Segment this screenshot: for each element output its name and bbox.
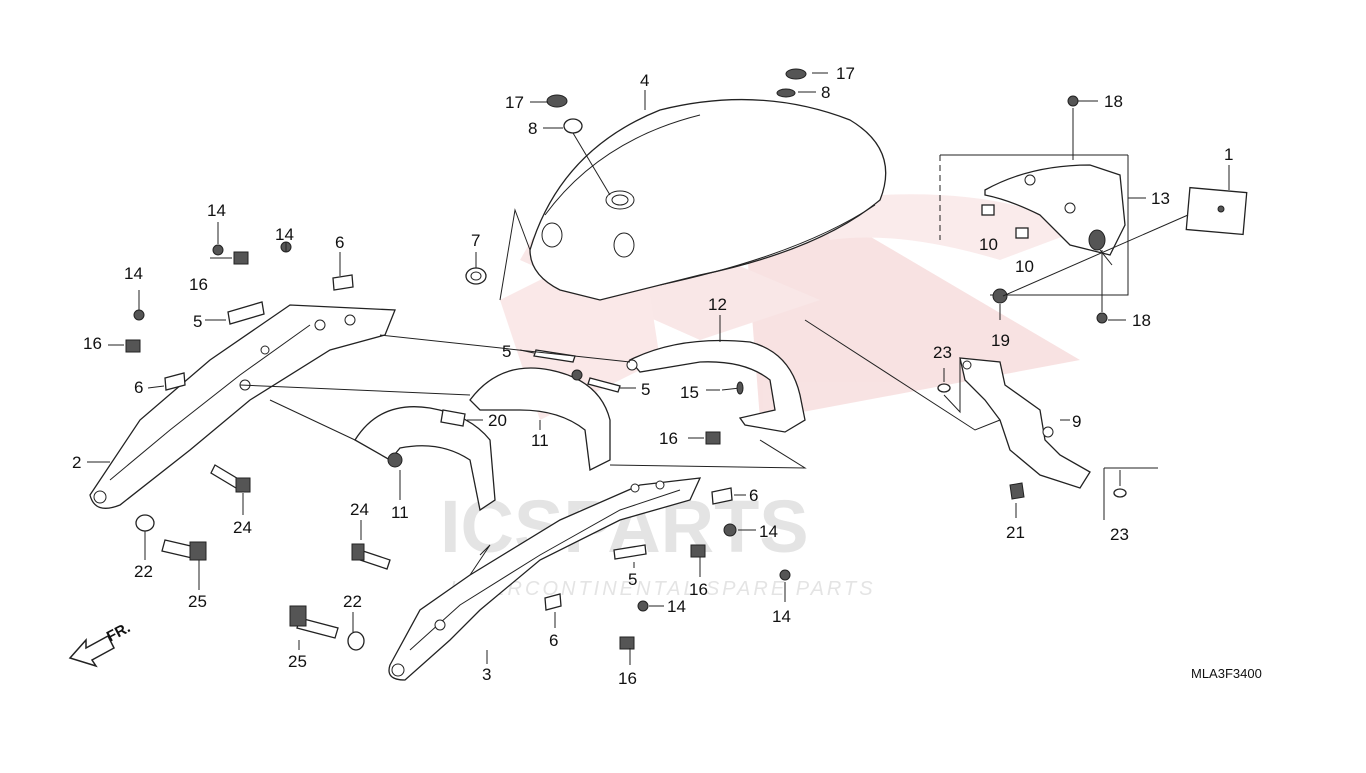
callout-18b: 18 xyxy=(1132,311,1151,330)
callout-16e: 16 xyxy=(618,669,637,688)
callout-11a: 11 xyxy=(531,431,549,450)
part-3-right-frame xyxy=(388,477,702,681)
callout-6d: 6 xyxy=(549,631,558,650)
callout-10a: 10 xyxy=(979,235,998,254)
callout-23a: 23 xyxy=(933,343,952,362)
part-11-liner-front xyxy=(354,406,496,512)
callout-22b: 22 xyxy=(343,592,362,611)
callout-24a: 24 xyxy=(233,518,252,537)
callout-2: 2 xyxy=(72,453,81,472)
callout-14b: 14 xyxy=(275,225,294,244)
callout-18a: 18 xyxy=(1104,92,1123,111)
callout-16b: 16 xyxy=(83,334,102,353)
callout-14a: 14 xyxy=(207,201,226,220)
part-1-reflector xyxy=(1185,186,1248,236)
callout-17a: 17 xyxy=(505,93,524,112)
part-12-grab-rail xyxy=(626,339,806,433)
callout-14d: 14 xyxy=(759,522,778,541)
callout-20: 20 xyxy=(488,411,507,430)
callout-5c: 5 xyxy=(641,380,650,399)
callout-14f: 14 xyxy=(772,607,791,626)
callout-21: 21 xyxy=(1006,523,1025,542)
callout-5b: 5 xyxy=(502,342,511,361)
callout-5a: 5 xyxy=(193,312,202,331)
callout-25a: 25 xyxy=(188,592,207,611)
leader-lines xyxy=(87,72,1230,665)
part-13-tail-light xyxy=(939,154,1129,296)
callout-6b: 6 xyxy=(134,378,143,397)
diagram-code: MLA3F3400 xyxy=(1191,666,1262,681)
part-4-rear-fender xyxy=(499,98,887,301)
callout-17b: 17 xyxy=(836,64,855,83)
callout-3: 3 xyxy=(482,665,491,684)
callout-24b: 24 xyxy=(350,500,369,519)
callout-8b: 8 xyxy=(821,83,830,102)
part-2-left-frame xyxy=(89,304,396,509)
callout-6a: 6 xyxy=(335,233,344,252)
callout-4: 4 xyxy=(640,71,649,90)
callout-9: 9 xyxy=(1072,412,1081,431)
callout-11b: 11 xyxy=(391,503,409,522)
callout-15: 15 xyxy=(680,383,699,402)
callout-5d: 5 xyxy=(628,570,637,589)
part-11-liner-rear xyxy=(469,367,611,471)
front-direction-indicator: FR. xyxy=(68,619,133,668)
callout-7: 7 xyxy=(471,231,480,250)
callout-12: 12 xyxy=(708,295,727,314)
callout-16c: 16 xyxy=(659,429,678,448)
callout-8a: 8 xyxy=(528,119,537,138)
callout-25b: 25 xyxy=(288,652,307,671)
callout-labels: 1 2 3 4 5 5 5 5 6 6 6 6 7 8 8 9 10 10 11… xyxy=(72,64,1233,688)
callout-19: 19 xyxy=(991,331,1010,350)
callout-10b: 10 xyxy=(1015,257,1034,276)
callout-16a: 16 xyxy=(189,275,208,294)
callout-1: 1 xyxy=(1224,145,1233,164)
callout-6c: 6 xyxy=(749,486,758,505)
callout-23b: 23 xyxy=(1110,525,1129,544)
part-9-license-bracket xyxy=(959,357,1091,489)
callout-16d: 16 xyxy=(689,580,708,599)
callout-22a: 22 xyxy=(134,562,153,581)
callout-13: 13 xyxy=(1151,189,1170,208)
callout-14c: 14 xyxy=(124,264,143,283)
callout-14e: 14 xyxy=(667,597,686,616)
